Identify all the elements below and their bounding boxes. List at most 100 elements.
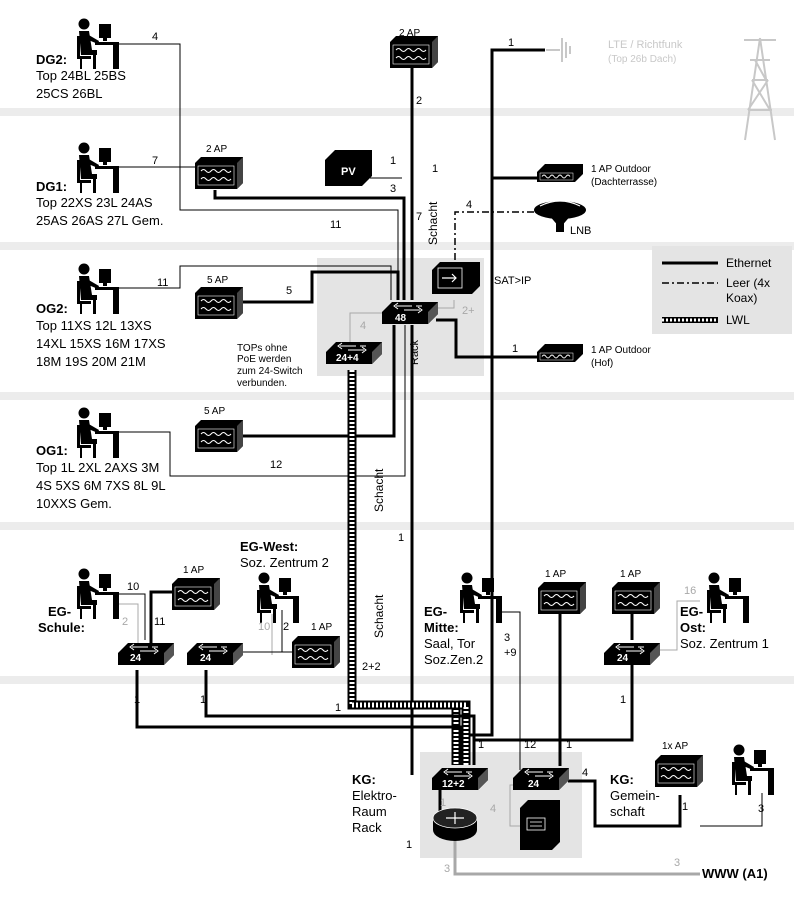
switch-schule-icon	[117, 642, 175, 666]
count-label: 16	[684, 585, 696, 597]
switch-48-label: 48	[395, 313, 407, 324]
floor-dg2-line1: Top 24BL 25BS	[36, 68, 126, 83]
count-label: 4	[582, 767, 588, 779]
router-icon	[432, 807, 478, 841]
lte-antenna-icon	[546, 37, 776, 141]
count-label: 1	[335, 702, 341, 714]
access-point-ost-icon	[611, 581, 661, 615]
floor-eg-mitte-name2: Mitte:	[424, 620, 459, 635]
switch-west-label: 24	[200, 653, 212, 664]
access-point-schule-icon	[171, 577, 221, 611]
count-label: 1	[406, 839, 412, 851]
count-label: 2+2	[362, 661, 381, 673]
ap-dg1-label: 2 AP	[206, 144, 227, 155]
server-icon	[520, 800, 560, 850]
floor-eg-ost-name1: EG-	[680, 604, 703, 619]
count-label: 4	[466, 199, 472, 211]
ap-west-label: 1 AP	[311, 622, 332, 633]
count-label: 1	[390, 155, 396, 167]
legend-leer-2: Koax)	[726, 291, 757, 305]
cable-grey-4	[349, 312, 384, 342]
count-label: 3	[390, 183, 396, 195]
cable-ost-grey	[650, 600, 700, 651]
lnb-label: LNB	[570, 225, 591, 237]
user-og1-icon	[77, 407, 119, 458]
user-dg1-icon	[77, 142, 119, 193]
floor-kg-rack-line3: Rack	[352, 820, 382, 835]
count-label: 1	[432, 163, 438, 175]
switch-kg-24-icon	[512, 767, 570, 791]
ap-og1-label: 5 AP	[204, 406, 225, 417]
access-point-west-icon	[291, 635, 341, 669]
ap-mitte-label: 1 AP	[545, 569, 566, 580]
count-label: 1	[440, 797, 446, 809]
count-label: 1	[398, 532, 404, 544]
user-dg2-icon	[77, 18, 119, 69]
floor-og2-line1: Top 11XS 12L 13XS	[36, 318, 152, 333]
cable-og2-ap	[240, 270, 400, 304]
user-kg-icon	[732, 744, 774, 795]
lte-label: LTE / Richtfunk	[608, 39, 683, 51]
count-label: 3	[504, 632, 510, 644]
count-label: 3	[758, 803, 764, 815]
cable-og1-ap	[240, 325, 396, 438]
floor-eg-ost-name2: Ost:	[680, 620, 706, 635]
floor-dg2-line2: 25CS 26BL	[36, 86, 103, 101]
cable-lte	[470, 48, 545, 737]
floor-kg-gem-line1: Gemein-	[610, 788, 660, 803]
count-label: 10	[127, 581, 139, 593]
cable-dg2-pc	[117, 43, 399, 300]
count-label: 1	[134, 694, 140, 706]
sat-ip-device-icon	[432, 262, 480, 294]
count-label: 2	[416, 95, 422, 107]
switch-12-2-label: 12+2	[442, 779, 465, 790]
access-point-dg2-icon	[389, 35, 439, 69]
access-point-og2-icon	[194, 286, 244, 320]
cable-kg-ap	[568, 779, 682, 828]
cable-schule-ap	[149, 590, 172, 650]
access-point-dg1-icon	[194, 156, 244, 190]
count-label: 1	[682, 801, 688, 813]
cable-ap-dg1	[213, 190, 406, 300]
pv-box-icon	[325, 150, 372, 186]
count-label: 3	[674, 857, 680, 869]
floor-dg2-name: DG2:	[36, 52, 67, 67]
ap-outdoor-hof-sub: (Hof)	[591, 358, 613, 369]
count-label: 11	[154, 616, 165, 628]
floor-eg-mitte-line1: Saal, Tor	[424, 636, 476, 651]
cable-schule-pc	[117, 593, 146, 640]
cable-sat-2	[438, 300, 455, 309]
switch-ost-label: 24	[617, 653, 629, 664]
floor-eg-ost-line1: Soz. Zentrum 1	[680, 636, 769, 651]
user-eg-ost-icon	[707, 572, 749, 623]
floor-dg1-line1: Top 22XS 23L 24AS	[36, 195, 153, 210]
count-label: 1	[566, 739, 572, 751]
count-label: 4	[152, 31, 158, 43]
count-label: 2	[122, 616, 128, 628]
count-label: +9	[504, 647, 517, 659]
count-label: 11	[330, 219, 341, 231]
sat-ip-label: SAT>IP	[494, 275, 531, 287]
shaft-label-2: Schacht	[372, 468, 386, 512]
cable-ost-down	[472, 665, 634, 765]
floor-dg1-name: DG1:	[36, 179, 67, 194]
floor-og1-name: OG1:	[36, 443, 68, 458]
rack-label: Rack	[409, 339, 421, 365]
switch-ost-icon	[603, 642, 661, 666]
count-label: 10	[258, 621, 270, 633]
poe-note-1: TOPs ohne	[237, 343, 288, 354]
floor-og2-line3: 18M 19S 20M 21M	[36, 354, 146, 369]
floor-eg-schule-name2: Schule:	[38, 620, 85, 635]
poe-note-2: PoE werden	[237, 354, 291, 365]
floor-og2-name: OG2:	[36, 301, 68, 316]
count-label: 7	[416, 211, 422, 223]
floor-kg-rack-line1: Elektro-	[352, 788, 397, 803]
user-eg-schule-icon	[77, 568, 119, 619]
cable-west-down	[204, 670, 476, 765]
floor-eg-mitte-line2: Soz.Zen.2	[424, 652, 483, 667]
cable-hof-ap	[436, 318, 539, 359]
floor-dg1-line2: 25AS 26AS 27L Gem.	[36, 213, 163, 228]
count-label: 1	[200, 694, 206, 706]
ap-outdoor-roof-label: 1 AP Outdoor	[591, 164, 652, 175]
cable-kg-pc	[700, 793, 763, 827]
